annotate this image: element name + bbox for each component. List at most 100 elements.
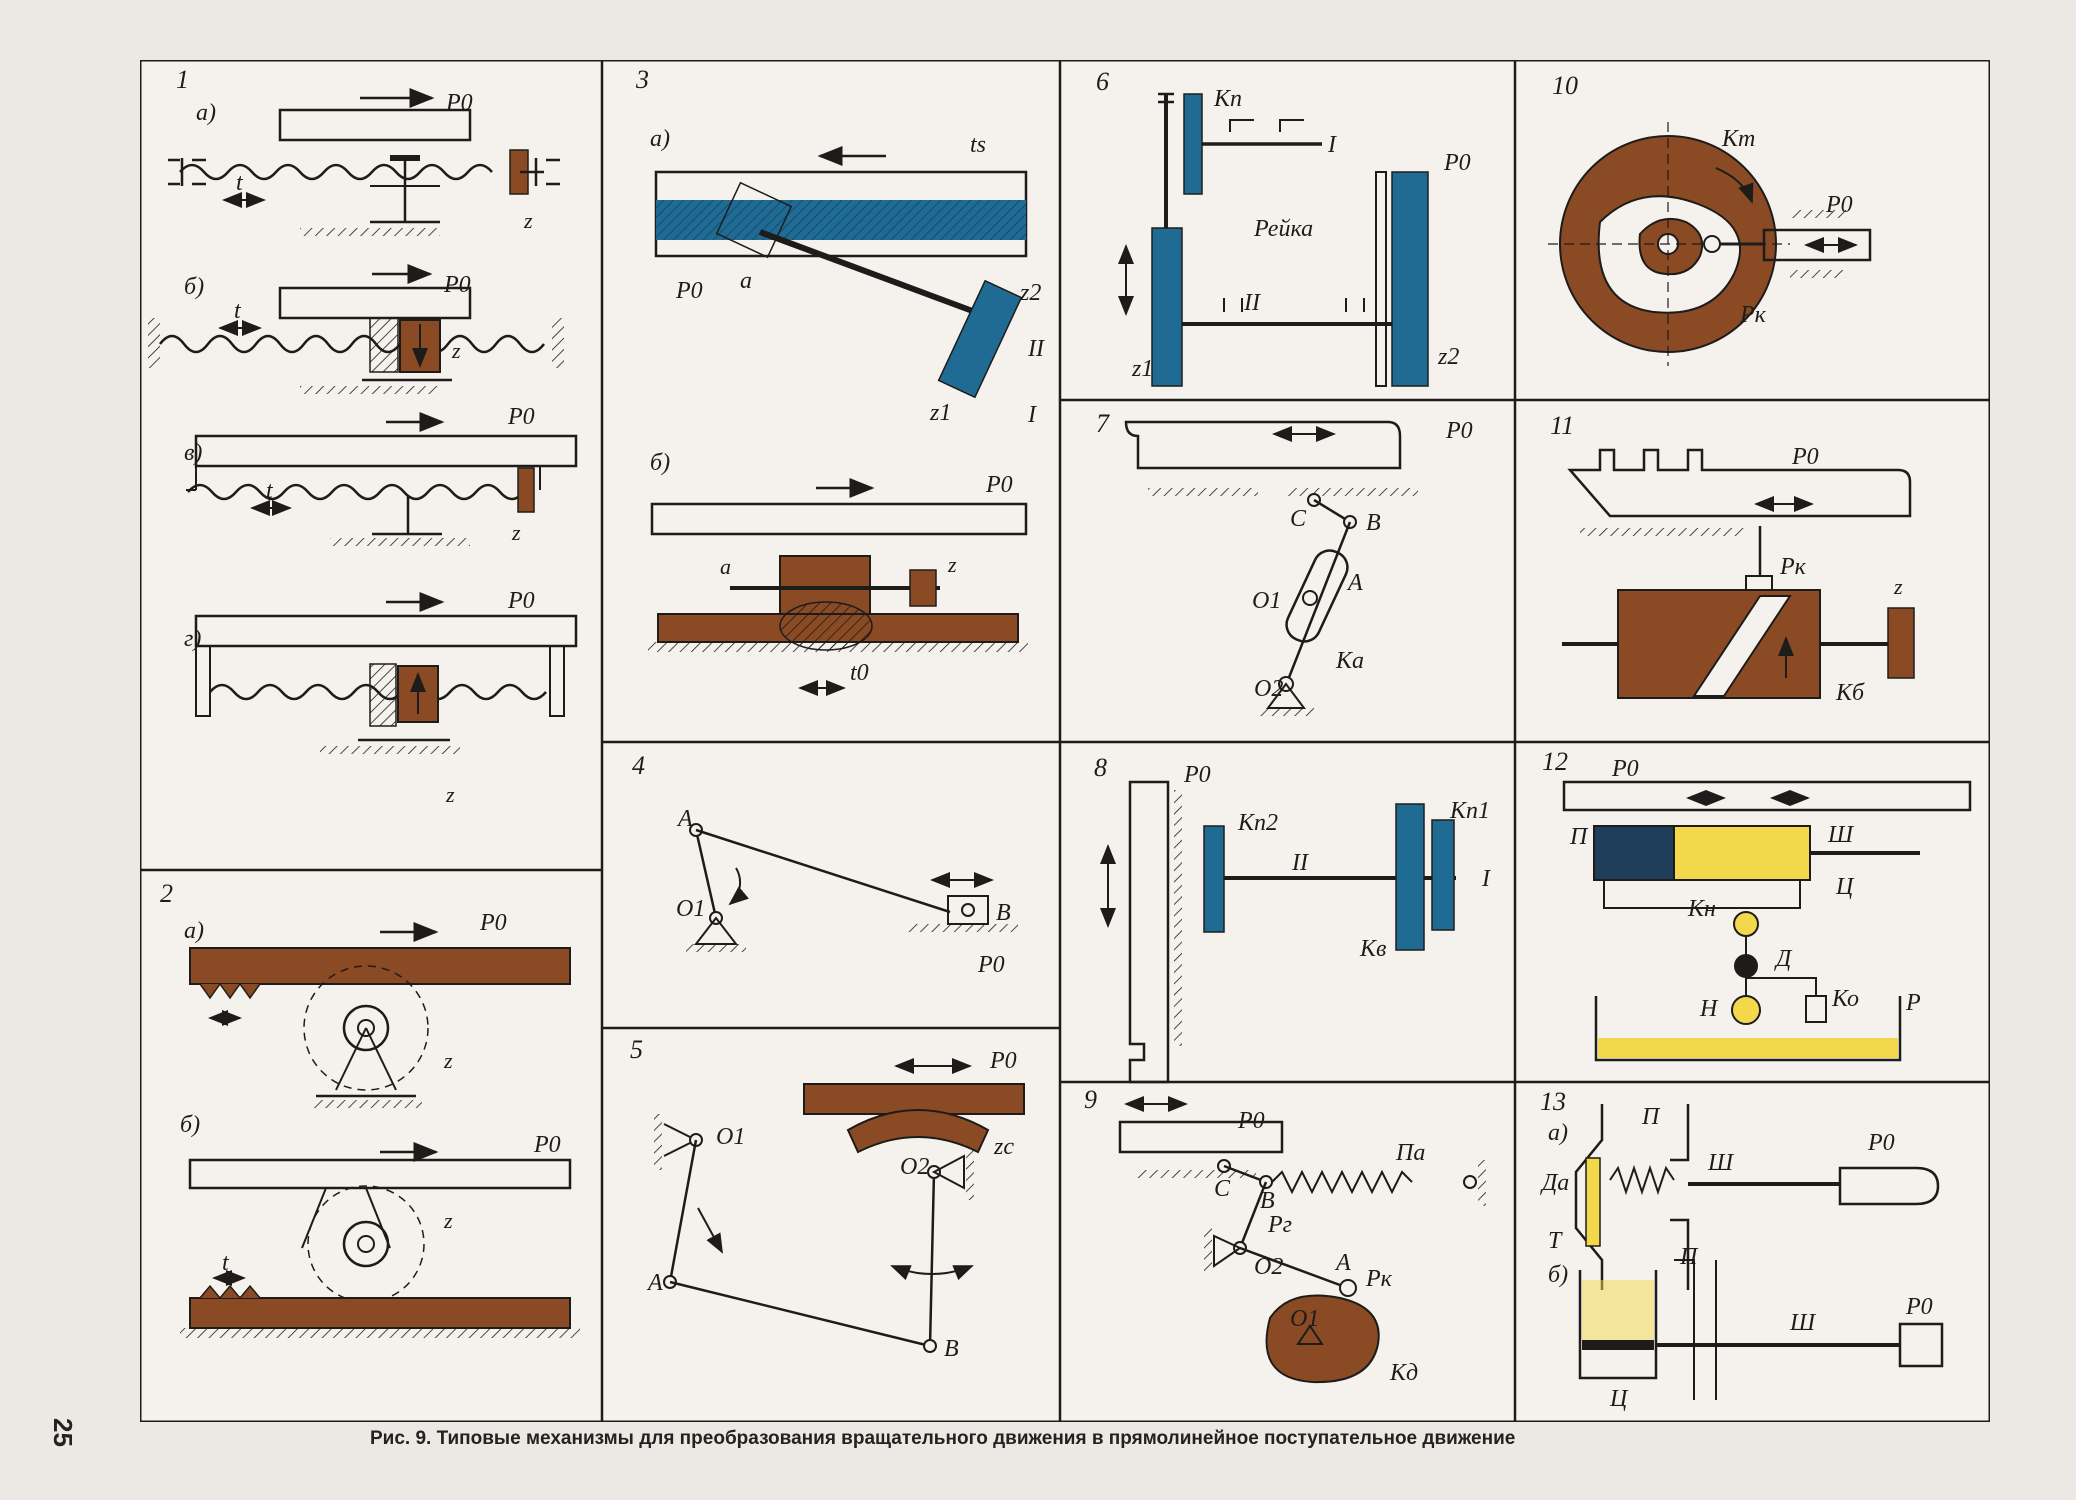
svg-text:A: A [1346,570,1363,596]
svg-text:Pг: Pг [1267,1212,1292,1238]
panel-4: 4 A O1 B P0 [632,751,1018,978]
figure-caption: Рис. 9. Типовые механизмы для преобразов… [370,1428,1516,1449]
svg-text:Н: Н [1699,996,1719,1022]
svg-text:P0: P0 [1791,444,1819,470]
svg-text:Кп: Кп [1213,86,1242,112]
sub-label: а) [196,100,216,126]
page-number: 25 [48,1418,78,1447]
svg-text:z: z [445,782,455,807]
svg-text:I: I [1327,132,1337,158]
svg-text:Кн: Кн [1687,896,1716,922]
svg-text:P0: P0 [1867,1130,1895,1156]
svg-text:Кд: Кд [1389,1360,1418,1386]
panel-3: 3 а) ts P0 a z2 II z1 I б) P0 z a t0 [635,65,1045,696]
svg-text:б): б) [1548,1262,1568,1288]
svg-text:Ка: Ка [1335,648,1364,674]
svg-text:z: z [1893,574,1903,599]
svg-text:II: II [1027,336,1045,362]
svg-text:z2: z2 [1019,280,1041,306]
svg-text:O2: O2 [900,1154,929,1180]
svg-text:z: z [947,552,957,577]
svg-text:t: t [236,170,244,196]
svg-text:P0: P0 [989,1048,1017,1074]
svg-text:б): б) [184,274,204,300]
svg-text:t: t [266,478,274,504]
svg-text:ts: ts [970,132,986,158]
svg-text:а): а) [1548,1120,1568,1146]
figure-plate: 1 а) P0 t z б) P0 t z в) [140,60,1990,1422]
panel-number: 1 [176,65,189,94]
svg-text:A: A [646,1270,663,1296]
svg-text:B: B [944,1336,959,1362]
panel-6: 6 Кп I Рейка II z1 P0 z2 [1096,67,1471,387]
svg-text:C: C [1214,1176,1231,1202]
svg-text:a: a [740,268,752,294]
svg-text:4: 4 [632,751,645,780]
svg-text:Pк: Pк [1779,554,1807,580]
svg-text:B: B [996,900,1011,926]
svg-text:A: A [676,806,693,832]
svg-text:Ц: Ц [1609,1386,1629,1412]
svg-text:П: П [1569,824,1589,850]
svg-text:г): г) [184,626,201,652]
svg-text:Р: Р [1905,990,1921,1016]
svg-text:Ш: Ш [1707,1150,1735,1176]
panel-12: 12 P0 П Ш Ц Кн Д Н Ко Р [1542,747,1972,1062]
svg-text:P0: P0 [1183,762,1211,788]
svg-text:7: 7 [1096,409,1110,438]
svg-text:C: C [1290,506,1307,532]
panel-10: 10 Кт P0 Pк [1548,71,1872,366]
svg-text:P0: P0 [533,1132,561,1158]
svg-text:O2: O2 [1254,1254,1283,1280]
svg-text:t: t [234,298,242,324]
panel-2: 2 а) P0 z б) P0 z t [160,879,580,1338]
svg-text:13: 13 [1540,1087,1566,1116]
svg-text:Да: Да [1540,1170,1569,1196]
svg-text:8: 8 [1094,753,1107,782]
svg-text:2: 2 [160,879,173,908]
svg-text:Д: Д [1774,946,1793,972]
svg-text:P0: P0 [675,278,703,304]
svg-text:P0: P0 [507,588,535,614]
svg-text:Ш: Ш [1827,822,1855,848]
svg-text:z: z [451,338,461,363]
panel-9: 9 P0 C B Па Pг O2 A Pк O1 Кд [1084,1085,1486,1386]
svg-text:12: 12 [1542,747,1568,776]
svg-text:б): б) [180,1112,200,1138]
svg-text:10: 10 [1552,71,1578,100]
svg-text:6: 6 [1096,67,1109,96]
svg-text:I: I [1027,402,1037,428]
svg-text:Рейка: Рейка [1253,216,1313,242]
svg-text:t: t [222,1250,230,1276]
svg-text:P0: P0 [977,952,1005,978]
svg-text:O1: O1 [1290,1306,1319,1332]
svg-text:z: z [523,208,533,233]
svg-text:Ц: Ц [1835,874,1855,900]
panel-7: 7 P0 C B O1 A Ка O2 [1096,409,1473,716]
svg-text:9: 9 [1084,1085,1097,1114]
svg-text:Pк: Pк [1739,302,1767,328]
svg-text:P0: P0 [1443,150,1471,176]
svg-text:а): а) [650,126,670,152]
svg-text:Кт: Кт [1721,126,1755,152]
svg-text:Ко: Ко [1831,986,1859,1012]
panel-grid [140,60,1990,1422]
svg-text:O1: O1 [676,896,705,922]
svg-text:z: z [443,1048,453,1073]
svg-text:O1: O1 [1252,588,1281,614]
svg-text:P0: P0 [1611,756,1639,782]
svg-text:t0: t0 [850,660,869,686]
svg-text:zc: zc [993,1134,1014,1160]
svg-text:П: П [1679,1244,1699,1270]
svg-text:а): а) [184,918,204,944]
svg-text:A: A [1334,1250,1351,1276]
svg-text:z1: z1 [929,400,951,426]
panel-5: 5 P0 zc O2 O1 A B [630,1035,1025,1362]
svg-text:I: I [1481,866,1491,892]
svg-text:11: 11 [1550,411,1574,440]
svg-text:z: z [443,1208,453,1233]
svg-text:5: 5 [630,1035,643,1064]
svg-text:a: a [720,554,731,579]
svg-text:в): в) [184,440,202,466]
svg-text:z: z [511,520,521,545]
